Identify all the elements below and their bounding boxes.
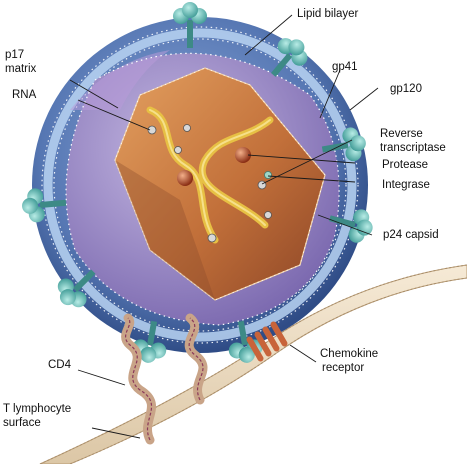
label-p17-line1: p17 [5, 49, 24, 61]
label-tcell-line2: surface [3, 417, 41, 429]
label-chemokine-line1: Chemokine [320, 348, 378, 360]
protease-sphere [177, 170, 193, 186]
label-chemokine-line2: receptor [322, 362, 364, 374]
label-p17-line2: matrix [5, 63, 37, 75]
label-cd4: CD4 [48, 359, 72, 371]
label-gp41: gp41 [332, 61, 358, 73]
label-p24-capsid: p24 capsid [383, 229, 439, 241]
label-tcell-line1: T lymphocyte [3, 403, 71, 415]
label-rt-line1: Reverse [380, 128, 423, 140]
label-integrase: Integrase [382, 179, 430, 191]
label-protease: Protease [382, 159, 428, 171]
label-lipid-bilayer: Lipid bilayer [297, 8, 359, 20]
label-gp120: gp120 [390, 83, 422, 95]
label-rt-line2: transcriptase [380, 142, 446, 154]
label-rna: RNA [12, 89, 37, 101]
